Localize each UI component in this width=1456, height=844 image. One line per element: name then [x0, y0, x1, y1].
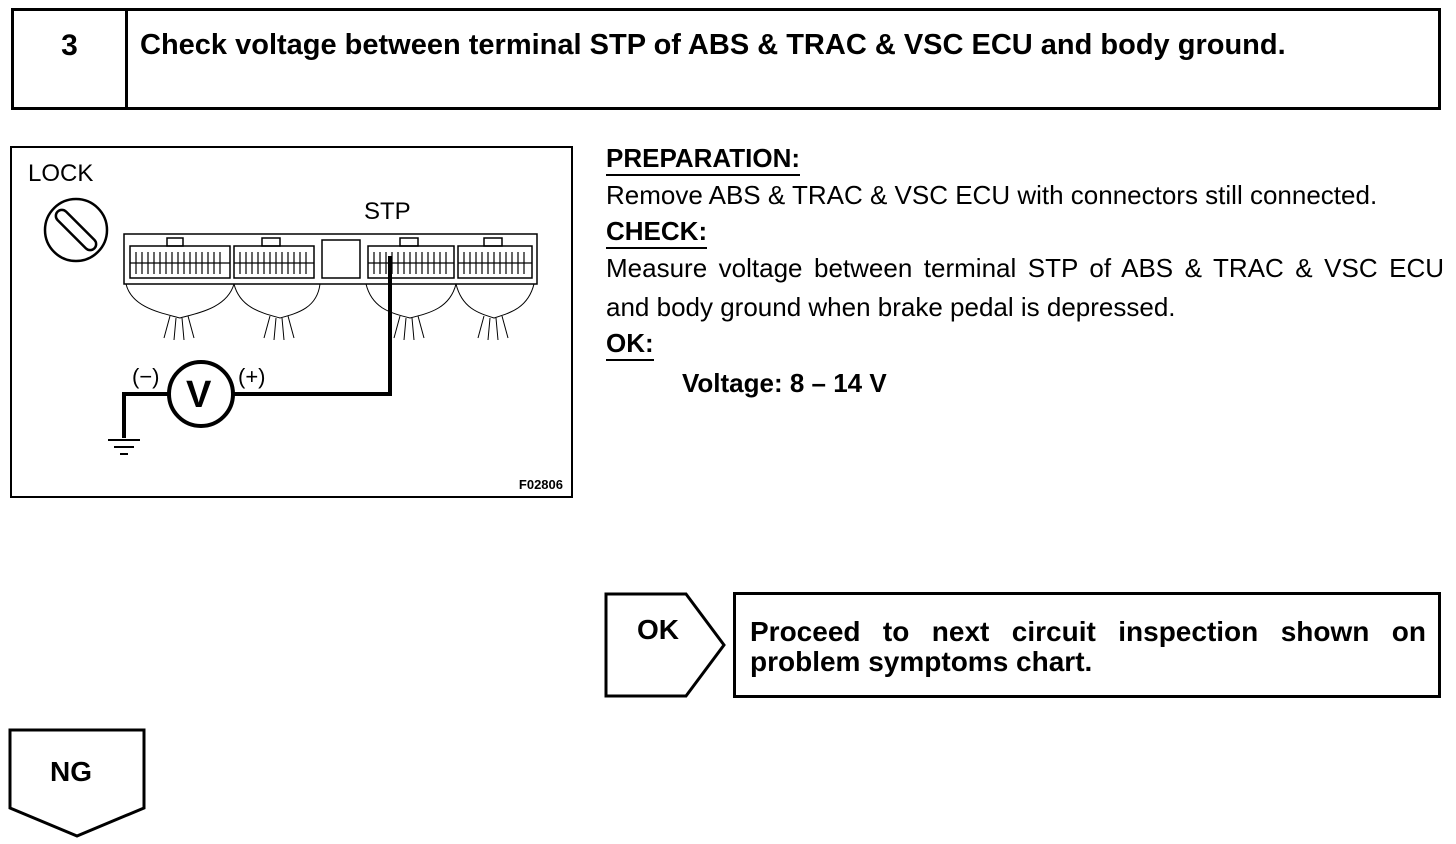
ecu-connector-diagram: [43, 197, 538, 455]
ignition-lock-icon: [43, 197, 109, 263]
figure-code: F02806: [518, 477, 563, 492]
wire-harnesses: [125, 283, 535, 341]
ok-result-box: Proceed to next circuit inspection shown…: [733, 592, 1441, 698]
ng-tab-label: NG: [50, 756, 92, 787]
ok-heading: OK:: [606, 327, 654, 361]
instructions: PREPARATION: Remove ABS & TRAC & VSC ECU…: [606, 142, 1444, 401]
plus-label: (+): [238, 364, 266, 389]
preparation-heading: PREPARATION:: [606, 142, 801, 176]
wiring-illustration: LOCK STP (−) (+) V F02806: [10, 146, 573, 498]
ground-icon: [108, 439, 140, 455]
voltage-spec: Voltage: 8 – 14 V: [682, 368, 887, 398]
check-heading: CHECK:: [606, 215, 708, 249]
ng-arrow-tab: [8, 728, 146, 838]
lock-label: LOCK: [28, 160, 94, 187]
negative-probe-lead: [122, 392, 168, 438]
voltmeter-icon: [167, 360, 235, 428]
minus-label: (−): [132, 364, 160, 389]
stp-terminal-label: STP: [364, 198, 411, 225]
voltmeter-label: V: [186, 374, 212, 416]
positive-probe-lead: [232, 256, 392, 396]
ok-arrow-tab: [604, 592, 726, 698]
step-header: 3 Check voltage between terminal STP of …: [11, 8, 1441, 110]
step-title: Check voltage between terminal STP of AB…: [140, 29, 1286, 61]
ok-tab-label: OK: [637, 614, 679, 645]
preparation-text: Remove ABS & TRAC & VSC ECU with connect…: [606, 180, 1378, 210]
step-number: 3: [14, 11, 128, 107]
check-text: Measure voltage between terminal STP of …: [606, 253, 1444, 322]
ecu-body: [123, 233, 538, 285]
connector-pins: [130, 252, 532, 274]
